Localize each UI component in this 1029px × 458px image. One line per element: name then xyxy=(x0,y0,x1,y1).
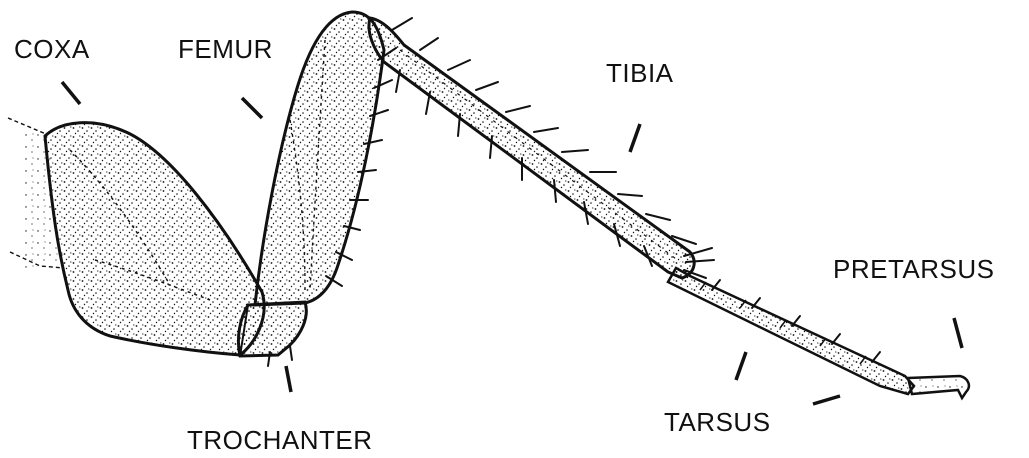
tarsus-segment xyxy=(668,268,914,394)
label-tibia: TIBIA xyxy=(606,60,674,86)
pretarsus-segment xyxy=(908,376,969,398)
label-pretarsus: PRETARSUS xyxy=(833,256,995,282)
tarsus-leader-line-lower xyxy=(813,396,840,404)
label-tarsus: TARSUS xyxy=(664,409,771,435)
femur-segment xyxy=(255,12,384,305)
tarsus-leader-line-upper xyxy=(736,352,746,380)
coxa-leader-line xyxy=(62,82,80,104)
trochanter-segment xyxy=(238,302,306,356)
tibia-leader-line xyxy=(630,124,640,152)
label-trochanter: TROCHANTER xyxy=(187,427,373,453)
pretarsus-leader-line xyxy=(954,318,962,348)
trochanter-leader-line xyxy=(286,366,291,392)
label-femur: FEMUR xyxy=(178,36,273,62)
label-coxa: COXA xyxy=(14,36,90,62)
tibia-segment xyxy=(369,18,694,278)
femur-leader-line xyxy=(242,98,262,118)
coxa-segment xyxy=(45,123,264,355)
